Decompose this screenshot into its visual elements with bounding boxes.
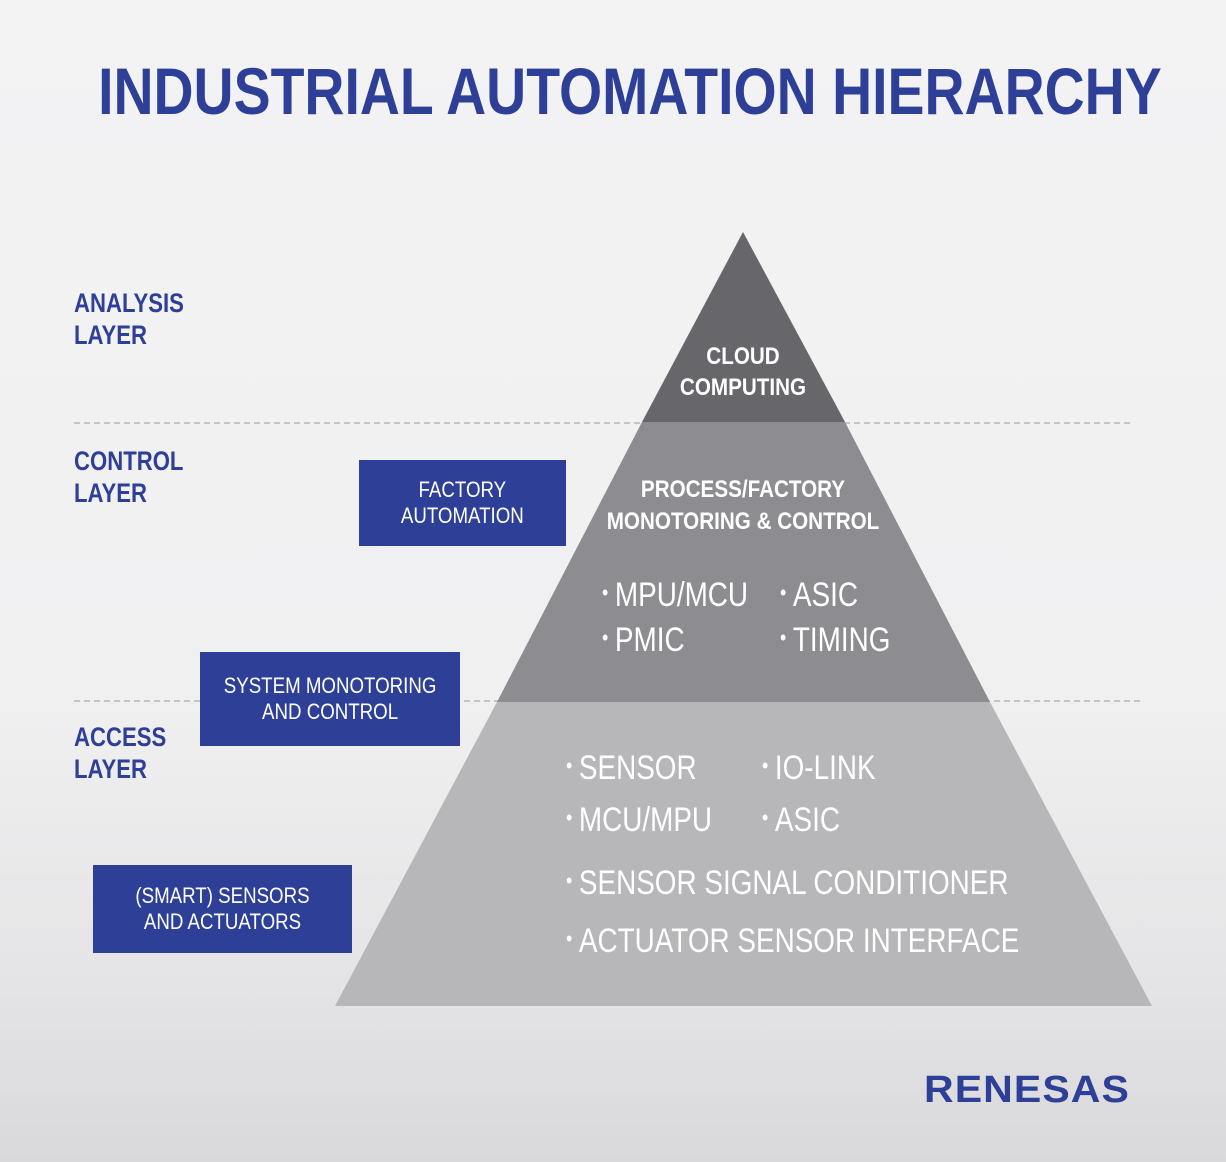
cloud-computing-line1: CLOUD bbox=[706, 343, 780, 370]
process-factory-line1: PROCESS/FACTORY bbox=[640, 476, 846, 503]
pyramid-tier-analysis bbox=[642, 232, 845, 422]
smart-sensors-box: (SMART) SENSORS AND ACTUATORS bbox=[93, 865, 352, 953]
access-layer-line1: ACCESS bbox=[74, 722, 167, 752]
access-layer-line2: LAYER bbox=[74, 754, 148, 784]
control-layer-label: CONTROL LAYER bbox=[74, 445, 183, 509]
renesas-logo-text: RENESAS bbox=[924, 1069, 1130, 1111]
renesas-logo: RENESAS bbox=[924, 1068, 1154, 1112]
pyramid-tier-access bbox=[335, 702, 1152, 1006]
factory-automation-box: FACTORY AUTOMATION bbox=[359, 460, 566, 546]
bullet-asic-control: •ASIC bbox=[780, 576, 858, 614]
control-layer-line1: CONTROL bbox=[74, 446, 184, 476]
smart-sensors-line1: (SMART) SENSORS bbox=[135, 883, 310, 908]
system-monitoring-box: SYSTEM MONOTORING AND CONTROL bbox=[200, 652, 460, 746]
bullet-sensor: •SENSOR bbox=[566, 749, 697, 787]
factory-automation-line1: FACTORY bbox=[418, 477, 507, 502]
system-monitoring-line1: SYSTEM MONOTORING bbox=[223, 673, 437, 698]
bullet-sensor-signal-conditioner: •SENSOR SIGNAL CONDITIONER bbox=[566, 864, 1009, 902]
analysis-control-divider bbox=[74, 422, 1130, 424]
process-factory-line2: MONOTORING & CONTROL bbox=[606, 508, 880, 535]
bullet-timing: •TIMING bbox=[780, 621, 891, 659]
cloud-computing-line2: COMPUTING bbox=[679, 374, 807, 401]
control-layer-line2: LAYER bbox=[74, 478, 148, 508]
access-layer-label: ACCESS LAYER bbox=[74, 721, 166, 785]
analysis-layer-line2: LAYER bbox=[74, 320, 148, 350]
cloud-computing-label: CLOUD COMPUTING bbox=[657, 341, 829, 403]
analysis-layer-label: ANALYSIS LAYER bbox=[74, 287, 184, 351]
pyramid-tier-control bbox=[497, 422, 990, 702]
bullet-pmic: •PMIC bbox=[602, 621, 685, 659]
bullet-mcu-mpu: •MCU/MPU bbox=[566, 801, 713, 839]
bullet-actuator-sensor-interface: •ACTUATOR SENSOR INTERFACE bbox=[566, 922, 1020, 960]
bullet-asic-access: •ASIC bbox=[762, 801, 840, 839]
analysis-layer-line1: ANALYSIS bbox=[74, 288, 184, 318]
smart-sensors-line2: AND ACTUATORS bbox=[143, 909, 302, 934]
bullet-mpu-mcu: •MPU/MCU bbox=[602, 576, 749, 614]
system-monitoring-line2: AND CONTROL bbox=[261, 699, 399, 724]
page-title: INDUSTRIAL AUTOMATION HIERARCHY bbox=[98, 54, 1162, 128]
process-factory-label: PROCESS/FACTORY MONOTORING & CONTROL bbox=[605, 474, 880, 538]
factory-automation-line2: AUTOMATION bbox=[401, 503, 524, 528]
bullet-io-link: •IO-LINK bbox=[762, 749, 876, 787]
